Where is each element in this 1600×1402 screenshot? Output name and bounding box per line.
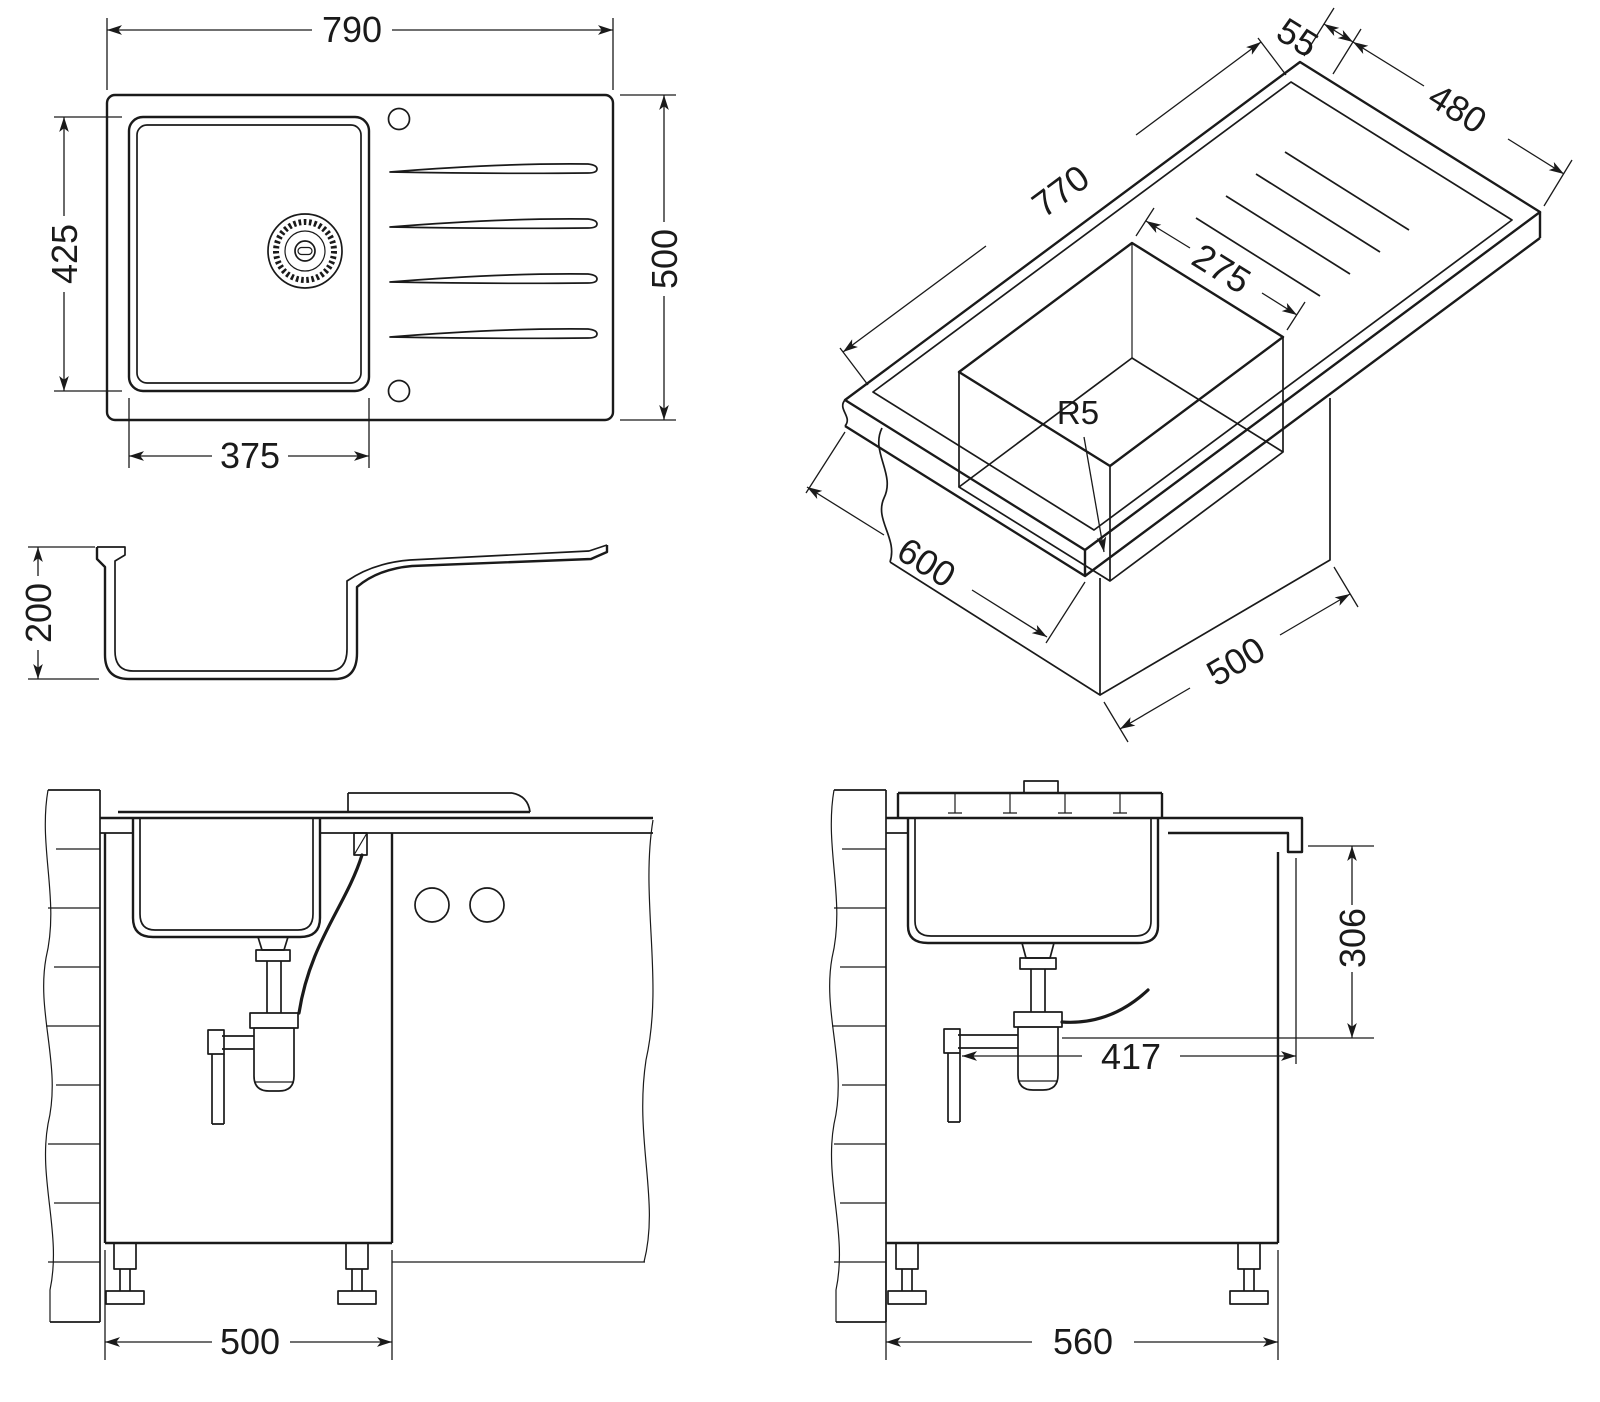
pipe-knockout-hole-right <box>469 887 505 923</box>
sink-rim-iso <box>872 81 1513 531</box>
drainboard-grooves <box>389 163 598 340</box>
dim-label-200: 200 <box>18 583 59 643</box>
dim-plan-overall-width: 790 <box>106 9 614 90</box>
plan-view: 790 500 425 375 <box>44 9 685 476</box>
front-section-view: 500 <box>43 789 654 1362</box>
dim-side-drain-setback: 417 <box>962 858 1297 1077</box>
fixing-clips <box>948 793 1127 814</box>
dim-iso-edge-offset: 55 <box>1270 7 1362 75</box>
tap-hole-bottom <box>387 379 411 403</box>
drain-icon <box>267 213 343 289</box>
dim-label-425: 425 <box>44 224 85 284</box>
dim-iso-counter-cut-width: 480 <box>1352 41 1573 207</box>
dim-label-480: 480 <box>1421 75 1494 142</box>
trap-side <box>943 942 1063 1123</box>
tap-hole-top <box>387 107 411 131</box>
bowl-outline <box>127 115 371 393</box>
counter-top-face <box>843 60 1542 552</box>
cabinet-side <box>886 852 1280 1305</box>
pipe-knockout-hole-left <box>414 887 450 923</box>
dim-front-cabinet-width: 500 <box>104 1250 393 1362</box>
cabinet-front <box>103 833 505 1305</box>
drainboard-grooves-iso <box>1195 151 1410 297</box>
dim-plan-bowl-width: 375 <box>128 398 370 476</box>
dim-label-790: 790 <box>322 9 382 50</box>
dim-side-cabinet-depth: 560 <box>885 1250 1279 1362</box>
dim-iso-corner-radius: R5 <box>1057 394 1107 553</box>
profile-outer-shell <box>95 545 609 681</box>
dim-label-600: 600 <box>890 529 963 596</box>
wall-section-side <box>829 789 887 1323</box>
dim-iso-cabinet-width: 500 <box>1103 566 1359 743</box>
counter-break-edge <box>841 399 849 427</box>
panel-break-edge <box>642 819 654 1263</box>
dim-label-306: 306 <box>1332 908 1373 968</box>
cabinet-leg <box>887 1242 927 1305</box>
dim-label-375: 375 <box>220 435 280 476</box>
overflow-hose-front <box>297 853 364 1015</box>
bowl-front-inner <box>139 818 314 931</box>
countertop-front <box>100 816 654 1263</box>
dim-label-iso-500: 500 <box>1199 628 1272 694</box>
dim-plan-overall-depth: 500 <box>620 94 685 421</box>
profile-inner-shell <box>97 544 608 672</box>
dim-label-front-500: 500 <box>220 1321 280 1362</box>
dim-profile-height: 200 <box>18 546 99 680</box>
bowl-side-outer <box>906 818 1160 945</box>
trap-front <box>207 936 299 1125</box>
counter-thickness <box>844 212 1542 578</box>
dim-iso-bowl-top-width: 275 <box>1135 207 1306 331</box>
bowl-side-inner <box>914 818 1152 937</box>
cabinet-iso <box>877 398 1331 696</box>
sink-front-section <box>118 792 531 1015</box>
cabinet-leg <box>1229 1242 1269 1305</box>
dim-label-275: 275 <box>1185 235 1258 302</box>
dim-label-770: 770 <box>1024 157 1097 226</box>
dim-label-55: 55 <box>1270 9 1326 65</box>
countertop-side <box>886 816 1304 854</box>
sink-outline <box>105 93 615 422</box>
dim-label-417: 417 <box>1101 1036 1161 1077</box>
overflow-slot <box>1023 780 1059 794</box>
iso-view: 55 480 770 275 R5 <box>805 7 1573 743</box>
bowl-front-outer <box>131 818 322 939</box>
overflow-hose-side <box>1060 988 1150 1024</box>
cabinet-leg <box>337 1242 377 1305</box>
bowl-inner-line <box>136 124 362 384</box>
bowl-iso <box>957 241 1285 582</box>
dim-label-560: 560 <box>1053 1321 1113 1362</box>
cabinet-leg <box>105 1242 145 1305</box>
wall-section-front <box>43 789 101 1323</box>
dim-label-500: 500 <box>644 229 685 289</box>
profile-view: 200 <box>18 544 609 681</box>
dim-label-r5: R5 <box>1057 394 1099 431</box>
side-section-view: 417 306 560 <box>829 780 1374 1362</box>
dim-iso-cutout-length: 770 <box>839 37 1287 386</box>
dim-side-drain-height: 306 <box>1062 845 1374 1039</box>
dim-plan-bowl-depth: 425 <box>44 116 122 392</box>
